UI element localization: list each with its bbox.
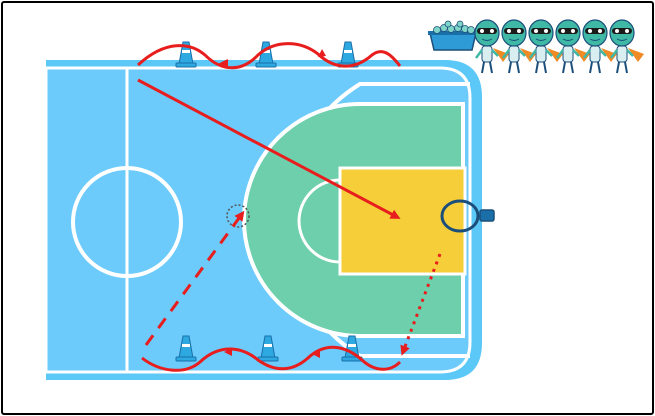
alien-player-icon <box>474 19 509 74</box>
hoop-icon <box>440 199 495 233</box>
diagonal-drive <box>137 78 401 219</box>
diagonal-pass <box>144 210 245 346</box>
basketball-court <box>44 60 495 380</box>
alien-player-icon <box>555 19 590 74</box>
return-pass <box>400 253 442 356</box>
alien-player-icon <box>582 19 617 74</box>
cone-icon <box>175 335 197 362</box>
players <box>474 19 644 74</box>
alien-player-icon <box>609 19 644 74</box>
movement-paths <box>136 42 442 372</box>
paint-key <box>338 166 467 276</box>
top-weave-dribble <box>136 42 402 70</box>
free-throw-arc <box>297 178 341 264</box>
alien-player-icon <box>501 19 536 74</box>
ball-basket-icon <box>428 20 478 51</box>
alien-player-icon <box>528 19 563 74</box>
center-circle <box>71 166 183 278</box>
bottom-weave-dribble <box>141 345 402 372</box>
cone-icon <box>257 335 279 362</box>
spot-marker <box>226 204 250 228</box>
